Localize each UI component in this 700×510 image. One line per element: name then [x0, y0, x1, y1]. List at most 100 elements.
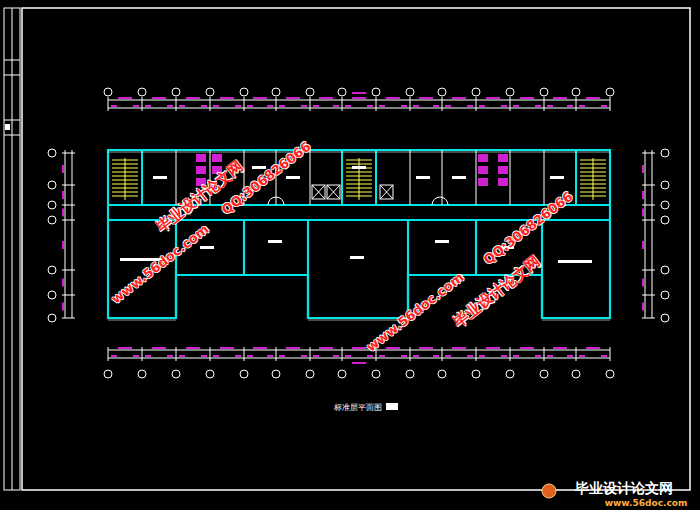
plan-line [442, 347, 443, 361]
dimension-value [62, 209, 64, 217]
site-url: www.56doc.com [605, 498, 688, 508]
axis-bubble [661, 216, 669, 224]
axis-bubble [48, 291, 56, 299]
axis-bubble [138, 370, 146, 378]
axis-bubble [372, 370, 380, 378]
axis-bubble [506, 370, 514, 378]
plan-line [375, 150, 377, 205]
dimension-value [286, 97, 300, 99]
dimension-value [111, 105, 117, 107]
dimension-value [345, 105, 351, 107]
axis-bubble [540, 370, 548, 378]
plan-line [576, 97, 577, 111]
site-logo-text: 毕业设计论文网 [575, 480, 673, 498]
dimension-value [467, 105, 473, 107]
plan-line [244, 347, 245, 361]
plan-line [544, 97, 545, 111]
dimension-value [145, 355, 151, 357]
dimension-value [133, 105, 139, 107]
plan-line [476, 150, 477, 205]
dimension-value [433, 355, 439, 357]
sheet-frame [22, 8, 690, 490]
dimension-value [267, 105, 273, 107]
dimension-value [62, 165, 64, 173]
plan-line [310, 150, 311, 205]
dimension-value [352, 92, 366, 94]
axis-bubble [104, 370, 112, 378]
dimension-value [352, 347, 366, 349]
dimension-value [167, 355, 173, 357]
window-line [108, 152, 610, 153]
dimension-value [301, 105, 307, 107]
axis-bubble [661, 266, 669, 274]
axis-bubble [48, 149, 56, 157]
axis-bubble [104, 88, 112, 96]
plan-line [276, 347, 277, 361]
dimension-value [452, 347, 466, 349]
axis-bubble [306, 88, 314, 96]
axis-bubble [438, 88, 446, 96]
plan-line [310, 97, 311, 111]
dimension-value [111, 355, 117, 357]
dimension-value [319, 347, 333, 349]
window-line [542, 320, 610, 321]
dimension-value [601, 355, 607, 357]
site-logo-icon [542, 484, 556, 498]
dimension-value [433, 105, 439, 107]
dimension-value [567, 355, 573, 357]
dimension-value [642, 165, 644, 173]
dimension-value [179, 105, 185, 107]
axis-bubble [172, 370, 180, 378]
plan-line [342, 97, 343, 111]
axis-bubble [472, 88, 480, 96]
axis-bubble [272, 88, 280, 96]
dimension-value [445, 105, 451, 107]
plan-line [108, 100, 610, 101]
dimension-value [279, 355, 285, 357]
axis-bubble [206, 370, 214, 378]
plan-line [341, 150, 343, 205]
dimension-value [201, 105, 207, 107]
dimension-value [367, 355, 373, 357]
plan-line [176, 347, 177, 361]
dimension-value [352, 97, 366, 99]
dimension-value [513, 355, 519, 357]
watermark: www.56doc.com [108, 221, 211, 306]
dimension-value [419, 347, 433, 349]
plan-line [544, 347, 545, 361]
plan-line [62, 270, 75, 271]
watermark: www.56doc.com [363, 269, 466, 354]
axis-bubble [372, 88, 380, 96]
dimension-value [501, 355, 507, 357]
axis-bubble [506, 88, 514, 96]
plan-line [141, 150, 143, 205]
dimension-value [118, 347, 132, 349]
dimension-value [445, 355, 451, 357]
plan-line [210, 97, 211, 111]
dimension-value [62, 191, 64, 199]
dimension-value [235, 105, 241, 107]
dimension-value [333, 355, 339, 357]
axis-bubble [661, 291, 669, 299]
dimension-value [386, 97, 400, 99]
dimension-value [253, 97, 267, 99]
dimension-value [586, 97, 600, 99]
plan-line [62, 220, 75, 221]
plan-line [642, 270, 655, 271]
dimension-value [186, 347, 200, 349]
axis-bubble [406, 370, 414, 378]
plan-line [72, 150, 73, 318]
dimension-value [547, 105, 553, 107]
axis-bubble [272, 370, 280, 378]
plan-line [642, 220, 655, 221]
dimension-value [452, 97, 466, 99]
dimension-value [313, 105, 319, 107]
dimension-value [479, 355, 485, 357]
dimension-value [133, 355, 139, 357]
dimension-value [501, 105, 507, 107]
dimension-value [118, 97, 132, 99]
dimension-value [201, 355, 207, 357]
window-line [108, 320, 176, 321]
plan-line [310, 347, 311, 361]
